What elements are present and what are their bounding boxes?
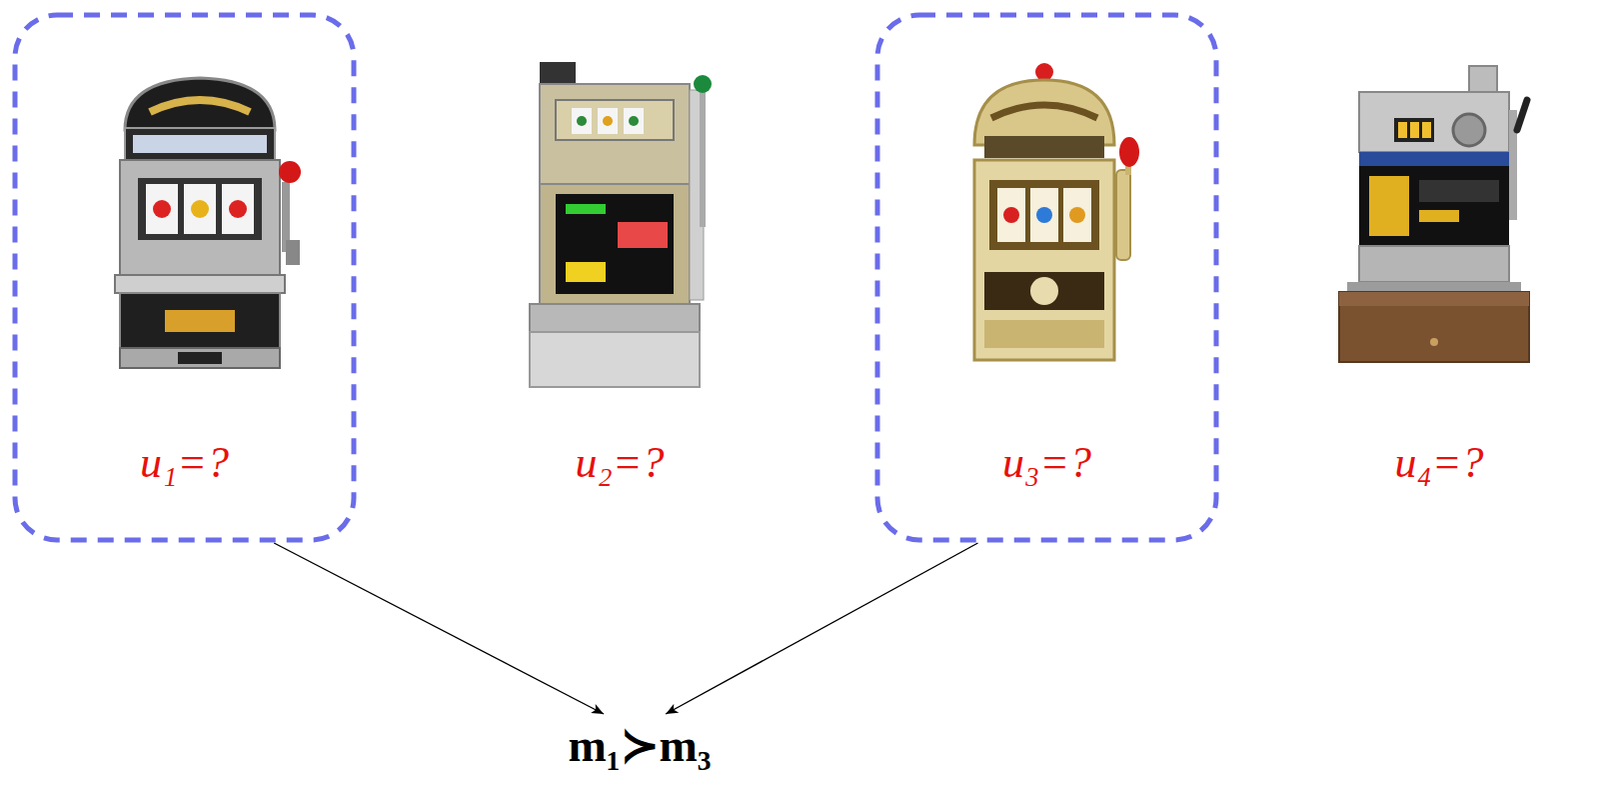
dashed-border (877, 14, 1217, 540)
slot-machine (1339, 65, 1530, 365)
arrow-connector (273, 542, 604, 714)
dashed-border (14, 14, 354, 540)
utility-label: u₃=? (1002, 436, 1092, 488)
utility-label: u₁=? (139, 436, 229, 488)
preference-node: m₁≻m₃ (557, 713, 721, 776)
slot-machine (974, 62, 1140, 360)
slot-machine (114, 77, 301, 368)
utility-label: u₂=? (575, 436, 665, 488)
utility-group-box: u₁=? (11, 11, 357, 543)
preference-label: m₁≻m₃ (567, 719, 711, 771)
slot-machine (529, 61, 712, 387)
utility-group-box: u₃=? (874, 11, 1220, 543)
utility-label: u₄=? (1395, 436, 1485, 488)
arrow-connector (665, 542, 978, 714)
